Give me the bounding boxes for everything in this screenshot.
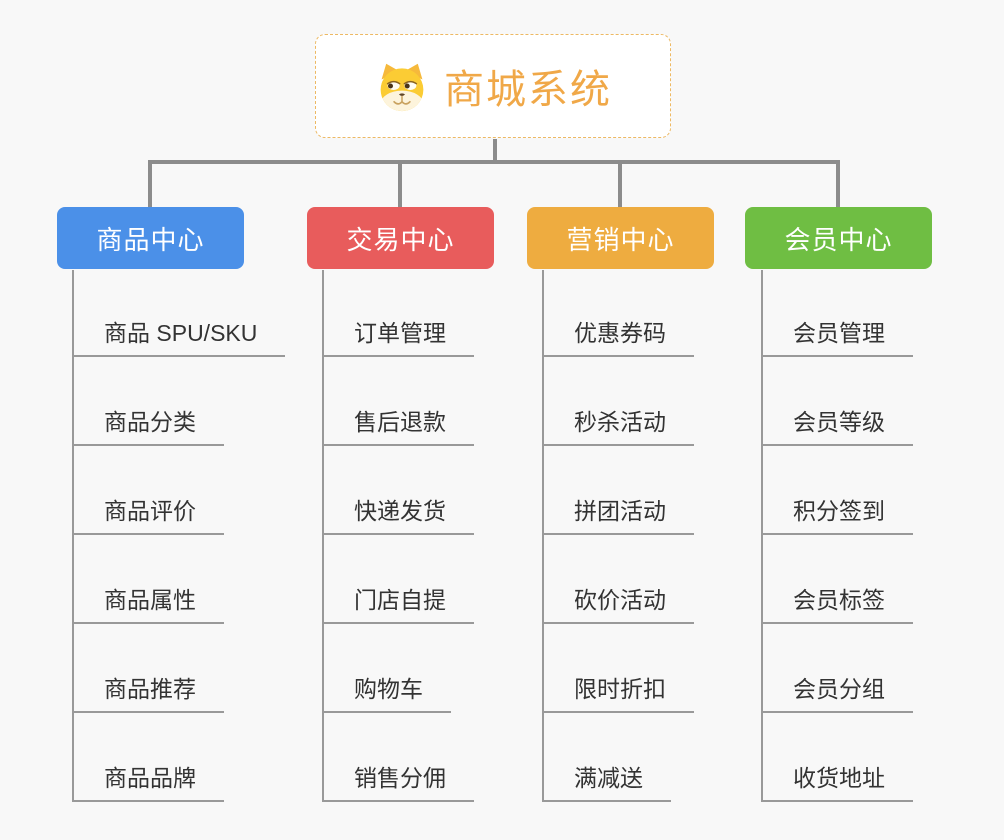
leaf-node[interactable]: 限时折扣 xyxy=(542,663,694,713)
leaf-node[interactable]: 积分签到 xyxy=(761,485,913,535)
branch-children-marketing-center: 优惠券码 秒杀活动 拼团活动 砍价活动 限时折扣 满减送 xyxy=(542,270,822,802)
root-title: 商城系统 xyxy=(444,68,612,112)
leaf-node[interactable]: 商品评价 xyxy=(72,485,224,535)
connector-line xyxy=(398,160,402,208)
branch-node-trade-center[interactable]: 交易中心 xyxy=(307,207,494,269)
leaf-node[interactable]: 商品分类 xyxy=(72,396,224,446)
leaf-node[interactable]: 快递发货 xyxy=(322,485,474,535)
leaf-node[interactable]: 满减送 xyxy=(542,752,671,802)
leaf-node[interactable]: 售后退款 xyxy=(322,396,474,446)
connector-trunk xyxy=(322,270,324,802)
root-node[interactable]: 商城系统 xyxy=(315,34,671,138)
leaf-node[interactable]: 订单管理 xyxy=(322,307,474,357)
connector-trunk xyxy=(72,270,74,802)
branch-node-product-center[interactable]: 商品中心 xyxy=(57,207,244,269)
connector-trunk xyxy=(542,270,544,802)
connector-trunk xyxy=(761,270,763,802)
connector-line xyxy=(618,160,622,208)
leaf-node[interactable]: 门店自提 xyxy=(322,574,474,624)
leaf-node[interactable]: 会员标签 xyxy=(761,574,913,624)
connector-line xyxy=(148,160,840,164)
leaf-node[interactable]: 购物车 xyxy=(322,663,451,713)
branch-children-product-center: 商品 SPU/SKU 商品分类 商品评价 商品属性 商品推荐 商品品牌 xyxy=(72,270,352,802)
leaf-node[interactable]: 拼团活动 xyxy=(542,485,694,535)
leaf-node[interactable]: 商品品牌 xyxy=(72,752,224,802)
connector-line xyxy=(836,160,840,208)
leaf-node[interactable]: 会员分组 xyxy=(761,663,913,713)
branch-node-member-center[interactable]: 会员中心 xyxy=(745,207,932,269)
connector-line xyxy=(493,139,497,162)
leaf-node[interactable]: 会员管理 xyxy=(761,307,913,357)
dog-face-icon xyxy=(380,63,424,112)
leaf-node[interactable]: 商品属性 xyxy=(72,574,224,624)
leaf-node[interactable]: 优惠券码 xyxy=(542,307,694,357)
leaf-node[interactable]: 收货地址 xyxy=(761,752,913,802)
leaf-node[interactable]: 会员等级 xyxy=(761,396,913,446)
connector-line xyxy=(148,160,152,208)
branch-children-member-center: 会员管理 会员等级 积分签到 会员标签 会员分组 收货地址 xyxy=(761,270,1004,802)
leaf-node[interactable]: 商品 SPU/SKU xyxy=(72,307,286,357)
leaf-node[interactable]: 砍价活动 xyxy=(542,574,694,624)
leaf-node[interactable]: 秒杀活动 xyxy=(542,396,694,446)
leaf-node[interactable]: 商品推荐 xyxy=(72,663,224,713)
branch-children-trade-center: 订单管理 售后退款 快递发货 门店自提 购物车 销售分佣 xyxy=(322,270,602,802)
branch-node-marketing-center[interactable]: 营销中心 xyxy=(527,207,714,269)
leaf-node[interactable]: 销售分佣 xyxy=(322,752,474,802)
